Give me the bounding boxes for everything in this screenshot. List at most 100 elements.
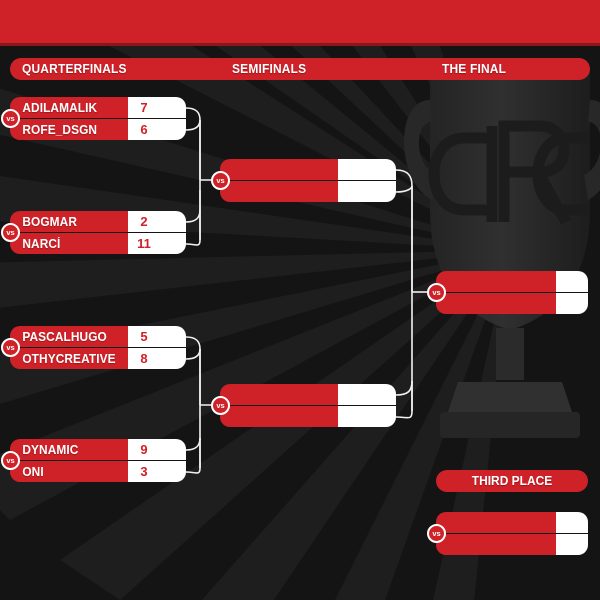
- match-divider: [436, 533, 588, 534]
- penalty-cell[interactable]: [370, 406, 396, 427]
- match-third-place[interactable]: vs: [427, 512, 588, 555]
- score-cell[interactable]: [338, 181, 370, 202]
- team-name: NARCÍ: [22, 236, 61, 251]
- score-cell[interactable]: 7: [128, 97, 160, 118]
- score-cell[interactable]: [338, 406, 370, 427]
- score-cell[interactable]: [556, 271, 588, 292]
- match-row-bottom[interactable]: OTHYCREATIVE 8: [10, 348, 186, 369]
- penalty-cell[interactable]: [370, 181, 396, 202]
- score-cell[interactable]: 2: [128, 211, 160, 232]
- score-cell[interactable]: [556, 293, 588, 314]
- vs-badge: vs: [1, 338, 20, 357]
- match-row-top[interactable]: [436, 271, 588, 292]
- team-name-cell: [220, 159, 338, 180]
- score-cell[interactable]: [556, 512, 588, 533]
- team-name: ADILAMALIK: [22, 100, 98, 115]
- match-divider: [436, 292, 588, 293]
- penalty-cell[interactable]: [370, 384, 396, 405]
- team-name-cell: [436, 512, 556, 533]
- penalty-cell[interactable]: [160, 233, 186, 254]
- team-name-cell: [436, 534, 556, 555]
- penalty-cell[interactable]: [160, 439, 186, 460]
- penalty-cell[interactable]: [160, 119, 186, 140]
- score-cell[interactable]: 3: [128, 461, 160, 482]
- team-name-cell: [436, 271, 556, 292]
- match-row-bottom[interactable]: NARCÍ 11: [10, 233, 186, 254]
- penalty-cell[interactable]: [160, 348, 186, 369]
- match-row-top[interactable]: DYNAMIC 9: [10, 439, 186, 460]
- score-cell[interactable]: [338, 384, 370, 405]
- penalty-cell[interactable]: [160, 211, 186, 232]
- team-name: ROFE_DSGN: [22, 122, 98, 137]
- team-name-cell: [220, 181, 338, 202]
- match-divider: [10, 118, 186, 119]
- vs-badge: vs: [211, 396, 230, 415]
- team-name-cell: [220, 406, 338, 427]
- match-divider: [10, 347, 186, 348]
- match-qf-4[interactable]: DYNAMIC 9 ONI 3 vs: [1, 439, 186, 482]
- match-row-bottom[interactable]: ROFE_DSGN 6: [10, 119, 186, 140]
- penalty-cell[interactable]: [160, 97, 186, 118]
- team-name-cell: BOGMAR: [10, 211, 128, 232]
- team-name-cell: NARCÍ: [10, 233, 128, 254]
- match-final[interactable]: vs: [427, 271, 588, 314]
- match-divider: [10, 232, 186, 233]
- match-row-top[interactable]: [436, 512, 588, 533]
- match-row-top[interactable]: ADILAMALIK 7: [10, 97, 186, 118]
- score-cell[interactable]: [556, 534, 588, 555]
- vs-badge: vs: [1, 109, 20, 128]
- score-cell[interactable]: 8: [128, 348, 160, 369]
- match-row-top[interactable]: [220, 384, 396, 405]
- match-row-bottom[interactable]: [220, 406, 396, 427]
- penalty-cell[interactable]: [370, 159, 396, 180]
- team-name: ONI: [22, 464, 44, 479]
- vs-badge: vs: [1, 223, 20, 242]
- match-qf-1[interactable]: ADILAMALIK 7 ROFE_DSGN 6 vs: [1, 97, 186, 140]
- vs-badge: vs: [1, 451, 20, 470]
- team-name-cell: OTHYCREATIVE: [10, 348, 128, 369]
- score-cell[interactable]: 11: [128, 233, 160, 254]
- match-row-top[interactable]: BOGMAR 2: [10, 211, 186, 232]
- team-name-cell: ONI: [10, 461, 128, 482]
- team-name-cell: [436, 293, 556, 314]
- penalty-cell[interactable]: [160, 326, 186, 347]
- round-label-third-place: THIRD PLACE: [471, 473, 553, 488]
- team-name-cell: ROFE_DSGN: [10, 119, 128, 140]
- team-name-cell: DYNAMIC: [10, 439, 128, 460]
- penalty-cell[interactable]: [160, 461, 186, 482]
- team-name: OTHYCREATIVE: [22, 351, 116, 366]
- score-cell[interactable]: 9: [128, 439, 160, 460]
- team-name-cell: ADILAMALIK: [10, 97, 128, 118]
- team-name-cell: PASCALHUGO: [10, 326, 128, 347]
- match-sf-2[interactable]: vs: [211, 384, 396, 427]
- round-label-final: THE FINAL: [442, 61, 507, 76]
- match-row-bottom[interactable]: [220, 181, 396, 202]
- team-name: PASCALHUGO: [22, 329, 107, 344]
- vs-badge: vs: [427, 524, 446, 543]
- match-row-bottom[interactable]: ONI 3: [10, 461, 186, 482]
- match-row-bottom[interactable]: [436, 534, 588, 555]
- match-qf-3[interactable]: PASCALHUGO 5 OTHYCREATIVE 8 vs: [1, 326, 186, 369]
- page-header: [0, 0, 600, 43]
- score-cell[interactable]: 6: [128, 119, 160, 140]
- third-place-header: THIRD PLACE: [436, 470, 588, 492]
- round-label-semifinals: SEMIFINALS: [232, 61, 307, 76]
- round-headers: QUARTERFINALS SEMIFINALS THE FINAL: [10, 58, 590, 80]
- match-divider: [10, 460, 186, 461]
- team-name: BOGMAR: [22, 214, 78, 229]
- team-name-cell: [220, 384, 338, 405]
- match-row-top[interactable]: [220, 159, 396, 180]
- match-sf-1[interactable]: vs: [211, 159, 396, 202]
- match-divider: [220, 180, 396, 181]
- trophy-watermark: [403, 70, 600, 438]
- match-qf-2[interactable]: BOGMAR 2 NARCÍ 11 vs: [1, 211, 186, 254]
- score-cell[interactable]: [338, 159, 370, 180]
- match-row-bottom[interactable]: [436, 293, 588, 314]
- header-underline: [0, 43, 600, 46]
- round-label-quarterfinals: QUARTERFINALS: [22, 61, 127, 76]
- vs-badge: vs: [211, 171, 230, 190]
- vs-badge: vs: [427, 283, 446, 302]
- score-cell[interactable]: 5: [128, 326, 160, 347]
- team-name: DYNAMIC: [22, 442, 79, 457]
- match-row-top[interactable]: PASCALHUGO 5: [10, 326, 186, 347]
